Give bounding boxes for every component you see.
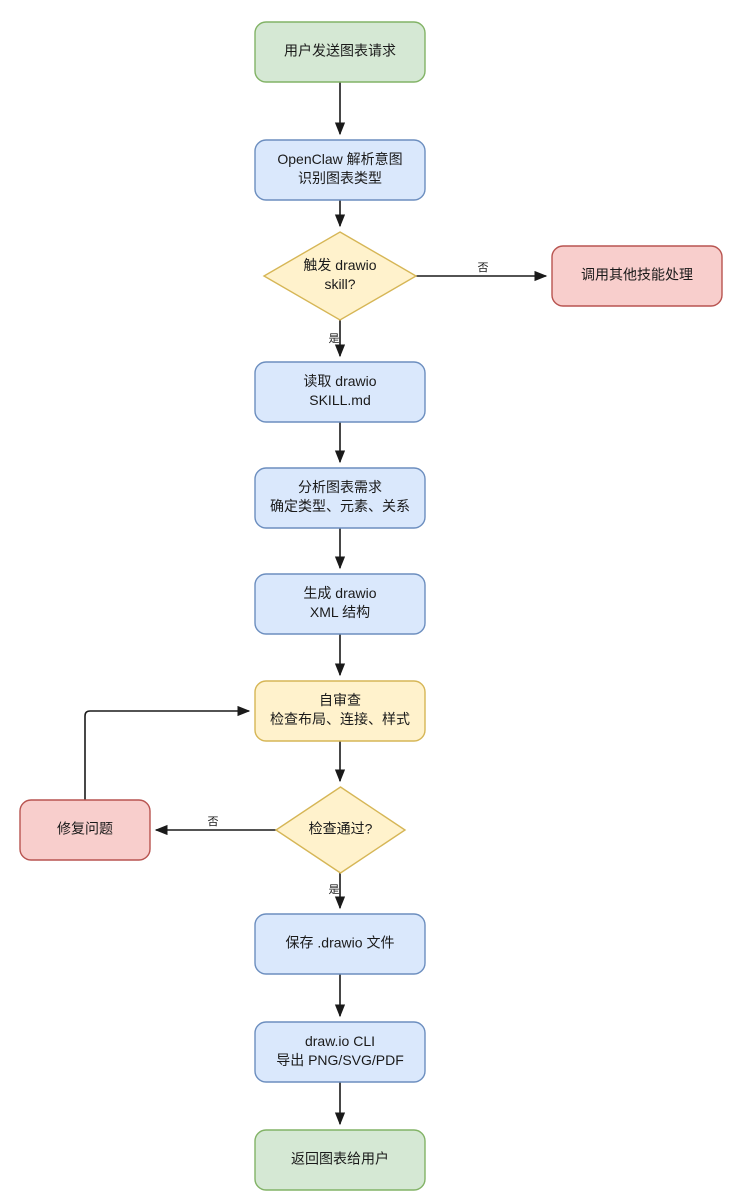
decision-shape [262, 231, 418, 321]
edge-label: 否 [208, 816, 219, 828]
flow-edge [84, 705, 251, 800]
process-shape [254, 467, 426, 529]
node-label: 触发 drawio [303, 257, 376, 273]
flow-node-save-file[interactable]: 保存 .drawio 文件 [254, 913, 426, 975]
node-label: skill? [324, 276, 355, 292]
flow-edge: 是 [329, 320, 346, 358]
edge-label: 否 [478, 262, 489, 274]
node-label: 修复问题 [57, 821, 113, 837]
process-shape [254, 21, 426, 83]
flow-node-trigger-decision[interactable]: 触发 drawio skill? [262, 231, 418, 321]
flow-node-start[interactable]: 用户发送图表请求 [254, 21, 426, 83]
process-shape [19, 799, 151, 861]
node-label: XML 结构 [310, 604, 370, 620]
process-shape [254, 680, 426, 742]
node-label: 确定类型、元素、关系 [270, 498, 410, 514]
node-label: draw.io CLI [305, 1033, 375, 1049]
flow-node-check-decision[interactable]: 检查通过? [274, 786, 407, 874]
process-shape [254, 361, 426, 423]
flow-node-other-skill[interactable]: 调用其他技能处理 [551, 245, 723, 307]
node-label: 导出 PNG/SVG/PDF [276, 1052, 404, 1068]
node-label: 自审查 [319, 692, 361, 708]
node-label: 读取 drawio [303, 373, 376, 389]
node-label: 检查布局、连接、样式 [270, 711, 410, 727]
process-shape [254, 913, 426, 975]
edge-label: 是 [329, 883, 340, 896]
edge-label: 是 [329, 332, 340, 345]
flow-edge: 否 [416, 262, 548, 282]
node-label: 用户发送图表请求 [284, 43, 396, 59]
node-label: 生成 drawio [303, 585, 376, 601]
process-shape [254, 139, 426, 201]
process-shape [254, 573, 426, 635]
node-label: 分析图表需求 [298, 479, 382, 495]
process-shape [551, 245, 723, 307]
decision-shape [274, 786, 407, 874]
node-label: 返回图表给用户 [291, 1151, 389, 1167]
node-label: 调用其他技能处理 [581, 267, 693, 283]
node-label: 识别图表类型 [298, 170, 382, 186]
flow-node-fix-issues[interactable]: 修复问题 [19, 799, 151, 861]
node-label: 检查通过? [309, 821, 373, 837]
process-shape [254, 1129, 426, 1191]
flow-node-export-cli[interactable]: draw.io CLI 导出 PNG/SVG/PDF [254, 1021, 426, 1083]
edge-path [84, 705, 251, 800]
flow-edge: 是 [329, 873, 346, 910]
node-label: OpenClaw 解析意图 [277, 151, 402, 167]
node-label: SKILL.md [309, 392, 370, 408]
flow-edge: 否 [154, 816, 276, 836]
node-label: 保存 .drawio 文件 [286, 935, 395, 951]
flow-node-return-chart[interactable]: 返回图表给用户 [254, 1129, 426, 1191]
process-shape [254, 1021, 426, 1083]
